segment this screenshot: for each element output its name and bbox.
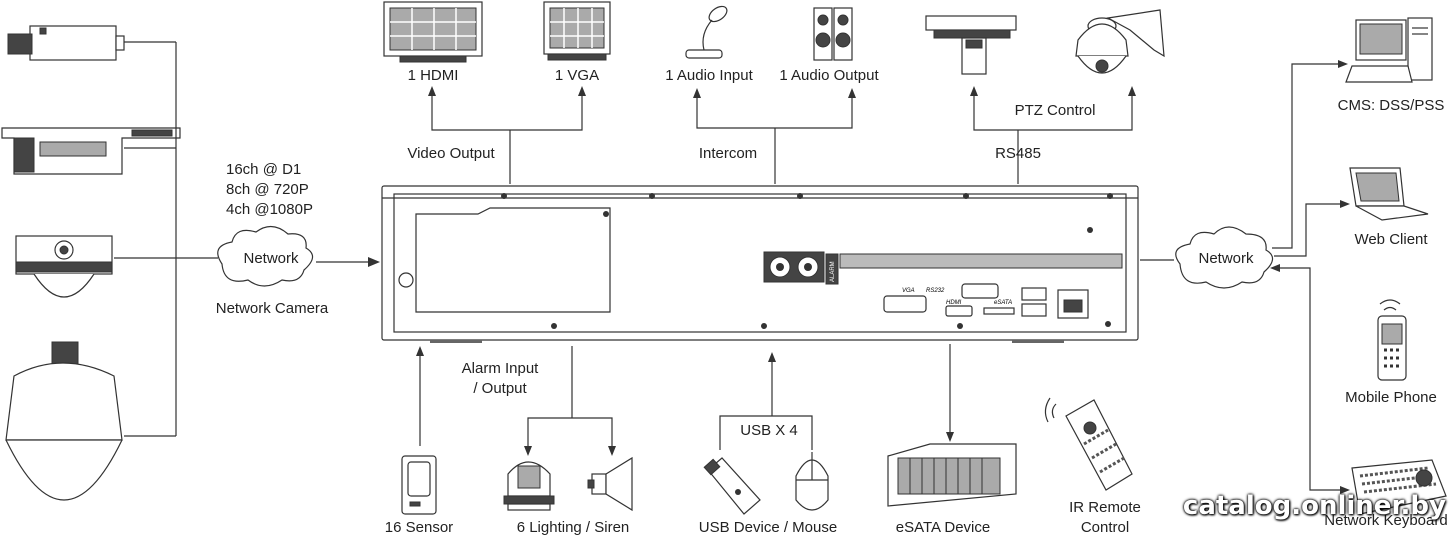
top-connector-lines [428, 86, 1136, 184]
label-ptz-control: PTZ Control [1014, 102, 1096, 119]
microphone-icon [685, 5, 728, 59]
label-lighting-siren: 6 Lighting / Siren [516, 519, 630, 536]
network-cloud-right [1175, 226, 1274, 289]
mobile-phone-icon [1377, 299, 1407, 381]
label-usb-mouse: USB Device / Mouse [698, 519, 838, 536]
label-hdmi: 1 HDMI [407, 67, 459, 84]
bullet-camera-icon [1, 127, 181, 175]
vga-monitor-icon [543, 1, 611, 61]
label-cms: CMS: DSS/PSS [1337, 97, 1445, 114]
speed-dome-camera-icon [5, 341, 123, 501]
right-connector-lines [1140, 60, 1350, 494]
speaker-icon [813, 7, 853, 61]
label-ir-remote-2: Control [1080, 519, 1130, 536]
usb-stick-icon [703, 457, 761, 515]
warning-light-icon [503, 461, 555, 511]
label-resolution-d1: 16ch @ D1 [226, 161, 302, 178]
label-web-client: Web Client [1354, 231, 1428, 248]
label-vga: 1 VGA [554, 67, 600, 84]
label-network-left: Network [243, 250, 299, 267]
label-esata-device: eSATA Device [895, 519, 991, 536]
camera-bus-lines [114, 41, 380, 437]
network-cloud-left [217, 225, 314, 287]
label-rs485: RS485 [995, 145, 1041, 162]
panel-label-esata: eSATA [994, 300, 1012, 306]
label-network-keyboard: Network Keyboard [1324, 512, 1448, 529]
ir-remote-icon [1044, 397, 1133, 491]
label-intercom: Intercom [698, 145, 758, 162]
label-video-output: Video Output [407, 145, 495, 162]
siren-horn-icon [587, 456, 633, 512]
label-network-right: Network [1198, 250, 1254, 267]
desktop-pc-icon [1345, 17, 1433, 83]
ptz-dome-icon [1075, 9, 1165, 74]
panel-label-hdmi: HDMI [946, 300, 962, 306]
box-camera-icon [7, 25, 125, 61]
network-keyboard-icon [1351, 459, 1447, 515]
label-resolution-720p: 8ch @ 720P [226, 181, 309, 198]
label-alarm-io-1: Alarm Input [461, 360, 539, 377]
label-mobile-phone: Mobile Phone [1345, 389, 1437, 406]
label-sensor: 16 Sensor [384, 519, 454, 536]
sensor-icon [401, 455, 437, 515]
label-audio-input: 1 Audio Input [665, 67, 753, 84]
esata-enclosure-icon [887, 443, 1017, 507]
label-network-camera: Network Camera [215, 300, 329, 317]
ptz-pan-tilt-icon [925, 15, 1017, 75]
hdmi-monitor-icon [383, 1, 483, 63]
label-usb-x4: USB X 4 [740, 422, 798, 439]
laptop-icon [1349, 167, 1429, 221]
label-ir-remote-1: IR Remote [1069, 499, 1141, 516]
dome-camera-icon [15, 235, 113, 298]
bottom-connector-lines [416, 344, 954, 456]
panel-label-vga: VGA [902, 288, 915, 294]
mouse-icon [795, 452, 829, 511]
label-resolution-1080p: 4ch @1080P [226, 201, 313, 218]
panel-label-rs232: RS232 [926, 288, 945, 294]
label-alarm-io-2: / Output [473, 380, 527, 397]
nvr-rear-panel [381, 185, 1139, 343]
panel-label-alarm: ALARM [830, 261, 836, 282]
watermark: catalog.onliner.by [1182, 491, 1446, 521]
label-audio-output: 1 Audio Output [779, 67, 879, 84]
